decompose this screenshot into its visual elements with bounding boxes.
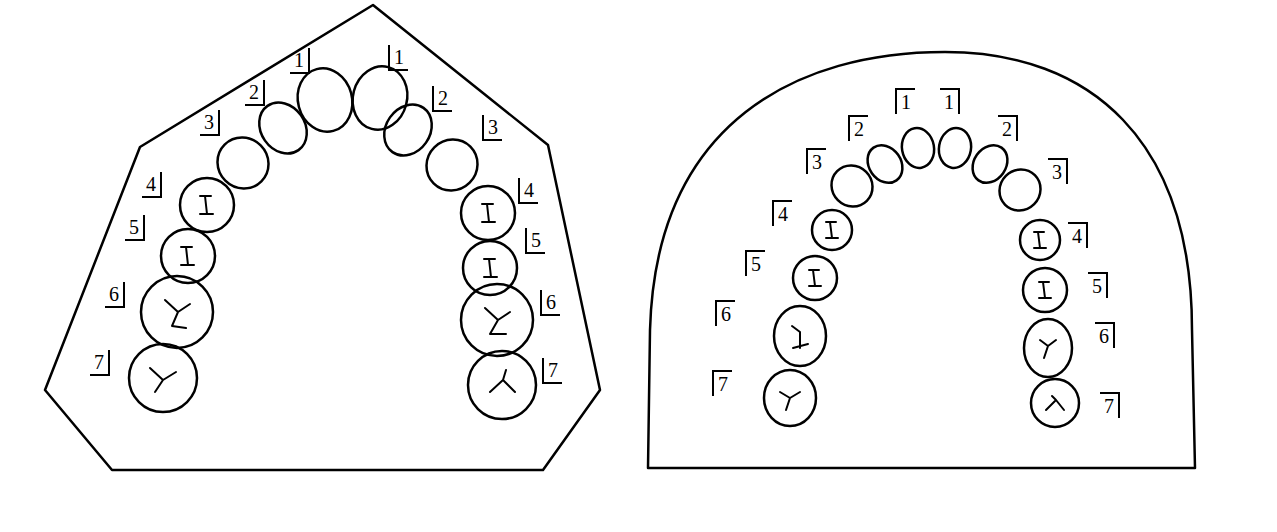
tooth-number: 7 bbox=[90, 350, 110, 376]
tooth-number: 6 bbox=[540, 290, 560, 316]
tooth-number: 5 bbox=[125, 215, 145, 241]
tooth-number: 1 bbox=[290, 48, 310, 74]
upper-teeth bbox=[129, 60, 536, 419]
tooth-number: 2 bbox=[848, 115, 868, 141]
tooth-number: 3 bbox=[200, 110, 220, 136]
tooth-number: 3 bbox=[1048, 158, 1068, 184]
tooth-number: 4 bbox=[142, 172, 162, 198]
lower-cast-outline bbox=[648, 52, 1195, 468]
tooth-number: 6 bbox=[1095, 322, 1115, 348]
tooth-number: 4 bbox=[518, 178, 538, 204]
tooth-number: 1 bbox=[388, 45, 408, 71]
fissure-marks bbox=[780, 222, 1064, 410]
tooth-number: 4 bbox=[1068, 222, 1088, 248]
tooth-number: 3 bbox=[806, 148, 826, 174]
upper-cast-outline bbox=[45, 5, 600, 470]
tooth-number: 2 bbox=[998, 115, 1018, 141]
fissure-marks bbox=[150, 196, 515, 392]
tooth-number: 2 bbox=[245, 80, 265, 106]
tooth-number: 7 bbox=[1100, 392, 1120, 418]
tooth-number: 2 bbox=[432, 86, 452, 112]
tooth-number: 7 bbox=[542, 358, 562, 384]
tooth-number: 7 bbox=[712, 370, 732, 396]
tooth-number: 5 bbox=[525, 228, 545, 254]
tooth-number: 5 bbox=[1088, 272, 1108, 298]
tooth-number: 6 bbox=[105, 282, 125, 308]
tooth-number: 3 bbox=[482, 115, 502, 141]
tooth-number: 6 bbox=[715, 300, 735, 326]
tooth-number: 1 bbox=[895, 88, 915, 114]
tooth-number: 5 bbox=[745, 250, 765, 276]
lower-teeth bbox=[764, 126, 1079, 427]
tooth-number: 4 bbox=[772, 200, 792, 226]
tooth-number: 1 bbox=[940, 88, 960, 114]
